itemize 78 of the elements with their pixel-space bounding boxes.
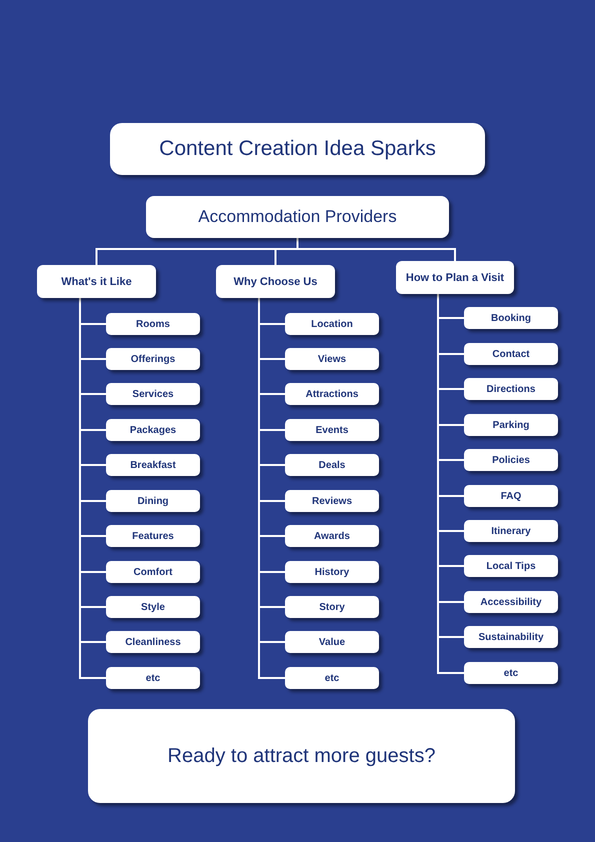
topic-item-box — [106, 667, 200, 689]
category-box — [216, 265, 335, 298]
node-label: Parking — [492, 420, 530, 430]
node-label: Value — [318, 636, 346, 648]
node-label: Itinerary — [491, 526, 531, 536]
node-label: Services — [132, 388, 174, 400]
topic-item-box — [464, 485, 558, 507]
node-label: Accessibility — [480, 596, 542, 608]
node-label: Accommodation Providers — [198, 207, 397, 227]
topic-item-box — [285, 490, 379, 512]
node-label: Offerings — [130, 354, 176, 364]
topic-item-box — [285, 525, 379, 547]
topic-item-box — [464, 307, 558, 329]
topic-item-box — [285, 383, 379, 405]
topic-item-box — [106, 596, 200, 618]
node-label: Cleanliness — [125, 636, 181, 648]
node-label: etc — [504, 668, 518, 678]
category-box — [37, 265, 156, 298]
node-label: Contact — [492, 348, 530, 360]
node-label: Reviews — [312, 496, 352, 506]
node-label: Views — [318, 354, 346, 364]
topic-item-box — [464, 343, 558, 365]
topic-item-box — [464, 591, 558, 613]
node-label: Rooms — [136, 318, 170, 330]
node-label: Attractions — [306, 388, 358, 400]
node-label: Booking — [491, 312, 531, 324]
node-label: Policies — [492, 454, 530, 466]
node-label: Story — [319, 602, 345, 612]
topic-item-box — [464, 414, 558, 436]
category-box — [396, 261, 514, 294]
node-label: What's it Like — [61, 276, 132, 288]
topic-item-box — [464, 520, 558, 542]
node-label: Ready to attract more guests? — [168, 744, 436, 768]
topic-item-box — [464, 449, 558, 471]
call-to-action-box — [88, 709, 515, 803]
topic-item-box — [285, 454, 379, 476]
topic-item-box — [464, 378, 558, 400]
node-label: Sustainability — [478, 632, 544, 642]
topic-box — [146, 196, 449, 238]
node-label: Breakfast — [130, 460, 176, 470]
topic-item-box — [285, 667, 379, 689]
topic-item-box — [285, 313, 379, 335]
node-label: Comfort — [134, 566, 172, 578]
node-label: FAQ — [500, 490, 522, 502]
topic-item-box — [464, 626, 558, 648]
node-label: Dining — [137, 496, 169, 506]
node-label: How to Plan a Visit — [406, 272, 504, 284]
heading-box — [110, 123, 485, 175]
topic-item-box — [106, 561, 200, 583]
topic-item-box — [106, 313, 200, 335]
topic-item-box — [464, 555, 558, 577]
node-label: etc — [146, 672, 160, 684]
node-label: Features — [132, 530, 174, 542]
topic-item-box — [464, 662, 558, 684]
topic-item-box — [106, 383, 200, 405]
topic-item-box — [106, 525, 200, 547]
topic-item-box — [285, 419, 379, 441]
node-label: Deals — [318, 460, 346, 470]
topic-item-box — [285, 596, 379, 618]
topic-item-box — [285, 348, 379, 370]
topic-item-box — [106, 454, 200, 476]
node-label: Location — [311, 318, 353, 330]
node-label: Content Creation Idea Sparks — [159, 137, 436, 161]
node-label: Directions — [486, 384, 536, 394]
topic-item-box — [106, 631, 200, 653]
topic-item-box — [106, 419, 200, 441]
node-label: Events — [316, 424, 348, 436]
node-label: Why Choose Us — [234, 276, 318, 288]
node-label: Local Tips — [486, 560, 536, 572]
topic-item-box — [106, 490, 200, 512]
node-label: Awards — [314, 530, 350, 542]
node-label: History — [314, 566, 350, 578]
node-label: Style — [141, 602, 165, 612]
node-label: Packages — [130, 424, 176, 436]
node-label: etc — [324, 672, 340, 684]
topic-item-box — [285, 631, 379, 653]
topic-item-box — [106, 348, 200, 370]
topic-item-box — [285, 561, 379, 583]
